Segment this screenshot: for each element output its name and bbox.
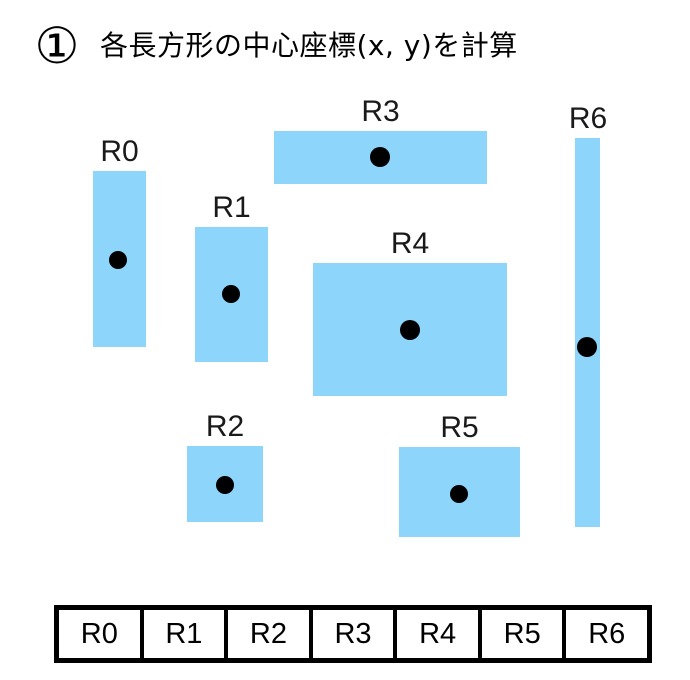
index-cell-r2[interactable]: R2: [228, 610, 313, 658]
rectangle-shape-r6: [575, 138, 600, 527]
center-point-r3: [370, 147, 390, 167]
index-cell-r1[interactable]: R1: [143, 610, 229, 658]
center-point-r0: [109, 251, 127, 269]
header: ① 各長方形の中心座標(x, y)を計算: [0, 0, 690, 92]
rectangle-label-r3: R3: [361, 95, 400, 128]
center-point-r2: [216, 476, 234, 494]
index-cell-r0[interactable]: R0: [59, 610, 144, 658]
rectangle-label-r6: R6: [568, 102, 608, 135]
center-point-r1: [222, 285, 240, 303]
center-point-r6: [577, 337, 597, 357]
page-title: 各長方形の中心座標(x, y)を計算: [100, 29, 518, 62]
rectangle-label-r0: R0: [100, 135, 139, 168]
center-point-r5: [450, 485, 468, 503]
center-point-r4: [400, 320, 420, 340]
rectangle-label-r4: R4: [390, 227, 430, 260]
index-cell-r4[interactable]: R4: [397, 610, 482, 658]
rectangle-label-r2: R2: [205, 410, 245, 443]
index-cell-r5[interactable]: R5: [481, 610, 567, 658]
index-cell-r3[interactable]: R3: [312, 610, 398, 658]
step-number-badge: ①: [34, 17, 80, 75]
rectangle-label-r5: R5: [440, 411, 479, 444]
index-cell-r6[interactable]: R6: [566, 610, 648, 658]
rectangle-label-r1: R1: [212, 191, 251, 224]
